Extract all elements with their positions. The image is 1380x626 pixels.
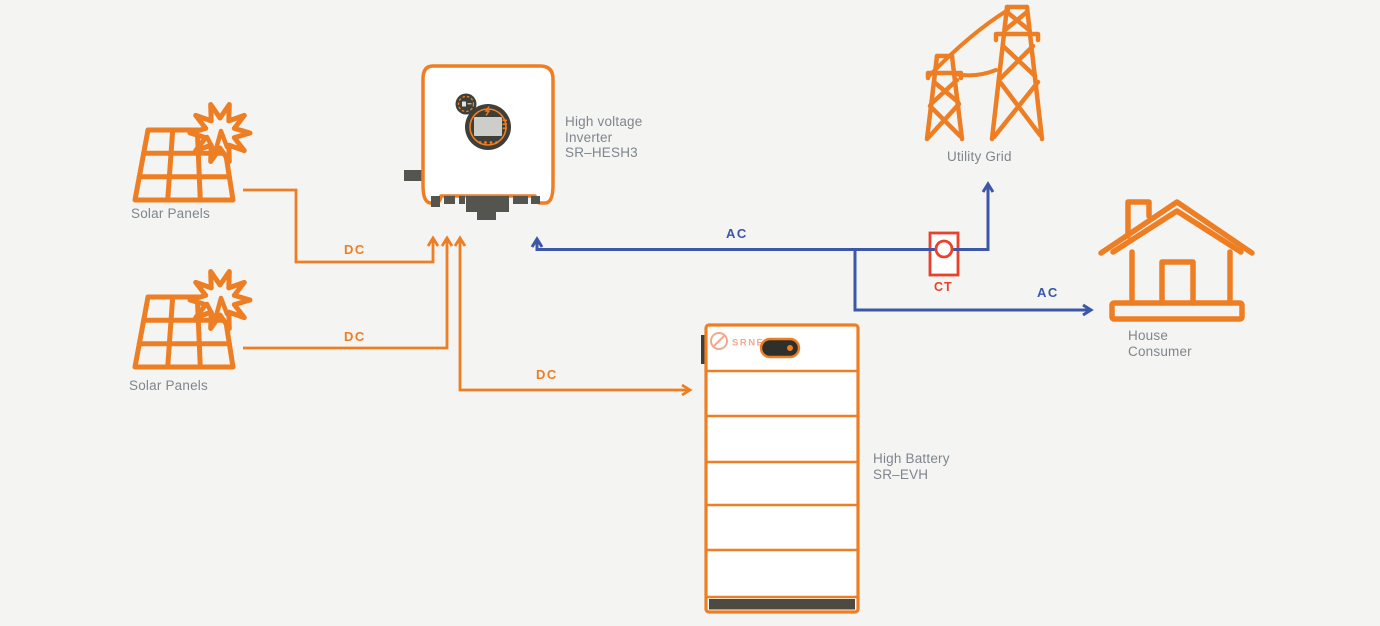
arrow-right-icon [681, 383, 693, 397]
arrow-up-icon [453, 235, 467, 247]
arrow-right-icon [1082, 303, 1094, 317]
dc-line-pv1 [243, 188, 440, 264]
battery-icon: SRNE [701, 323, 860, 614]
chimney [1125, 199, 1152, 239]
battery-base [709, 599, 855, 610]
ac-line-grid [530, 181, 995, 251]
arrow-up-icon [530, 236, 544, 248]
dc-label-pv1: DC [344, 242, 366, 257]
power-wire [953, 68, 998, 78]
leaf-icon [713, 335, 725, 347]
utility-grid-icon [924, 4, 1045, 142]
dc-label-battery: DC [536, 367, 558, 382]
inverter-display [455, 93, 511, 150]
inverter-icon [404, 64, 555, 220]
brand-logo: SRNE [710, 332, 764, 350]
dc-line-pv2 [243, 235, 454, 350]
solar-panel-icon [135, 272, 250, 368]
status-led [787, 345, 793, 351]
battery-label: High Battery SR–EVH [873, 451, 950, 482]
ac-label-grid: AC [726, 226, 748, 241]
solar-panels-bottom-label: Solar Panels [129, 378, 208, 393]
solar-panel-icon [135, 105, 250, 201]
ac-label-house: AC [1037, 285, 1059, 300]
battery-module-dividers [706, 369, 858, 599]
bolt-icon [484, 106, 491, 116]
ct-ring-icon [934, 239, 954, 259]
inverter-connectors [431, 196, 540, 220]
utility-grid-label: Utility Grid [947, 149, 1012, 164]
solar-panels-top-label: Solar Panels [131, 206, 210, 221]
inverter-label: High voltage Inverter SR–HESH3 [565, 114, 643, 160]
brand-text: SRNE [732, 338, 764, 349]
arrow-up-icon [981, 181, 995, 193]
power-wire [928, 8, 1010, 77]
house-icon [1098, 199, 1255, 322]
dc-label-pv2: DC [344, 329, 366, 344]
house-consumer-label: House Consumer [1128, 328, 1192, 359]
arrow-up-icon [440, 235, 454, 247]
door [1159, 259, 1196, 306]
ct-label: CT [934, 280, 953, 294]
ac-line-house [853, 249, 1094, 317]
battery-handle [759, 337, 801, 359]
inverter-side-tab [404, 170, 424, 181]
arrow-up-icon [426, 235, 440, 247]
dc-line-battery [453, 235, 693, 397]
